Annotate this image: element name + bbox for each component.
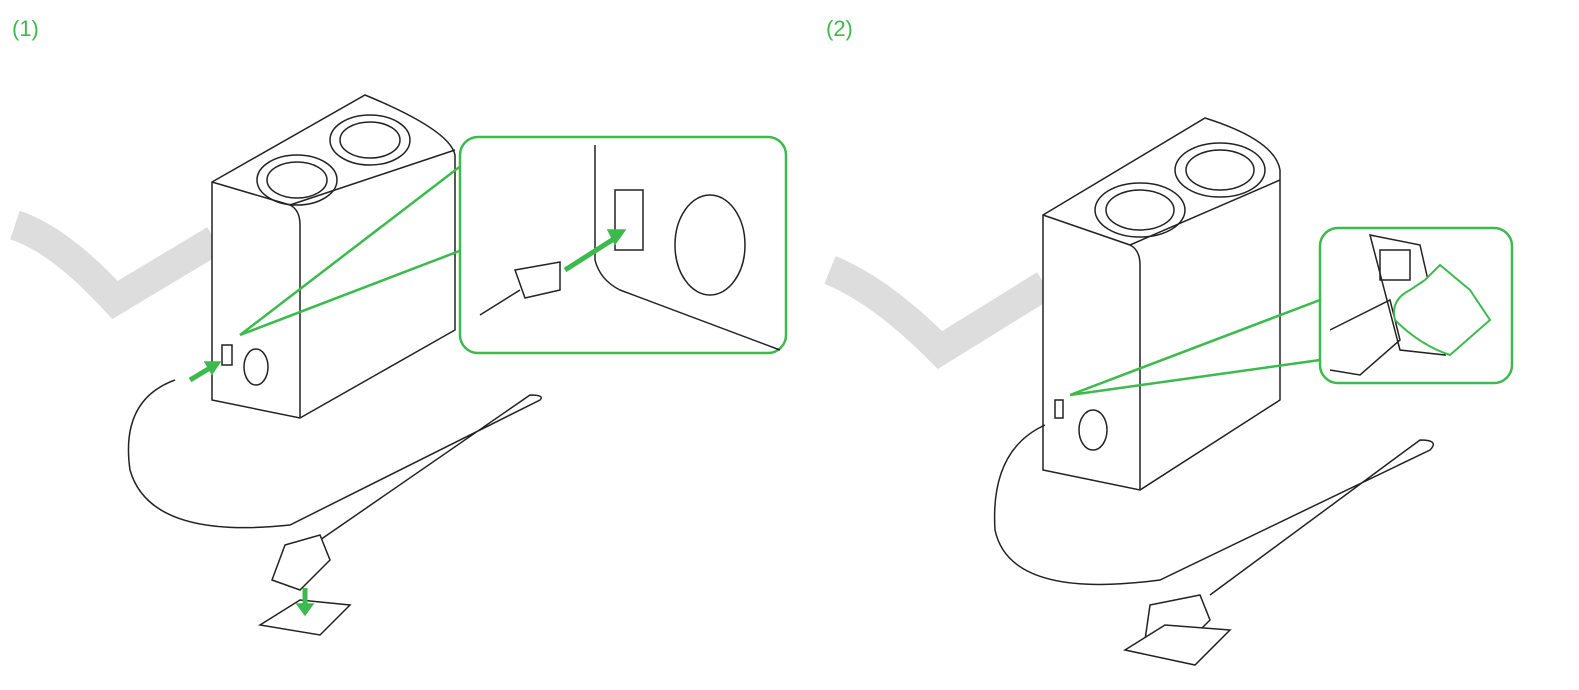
step-2-inset-detail (1329, 234, 1492, 376)
step-1-device (9, 94, 542, 636)
step-1-label: (1) (12, 16, 39, 41)
step-1-inset-detail (479, 145, 781, 351)
step-2-label: (2) (826, 16, 853, 41)
step-2-device (824, 117, 1435, 666)
step-1-arrows (188, 135, 788, 617)
hand-press-icon (1393, 263, 1492, 357)
zoom-inset-power-socket (458, 135, 788, 355)
